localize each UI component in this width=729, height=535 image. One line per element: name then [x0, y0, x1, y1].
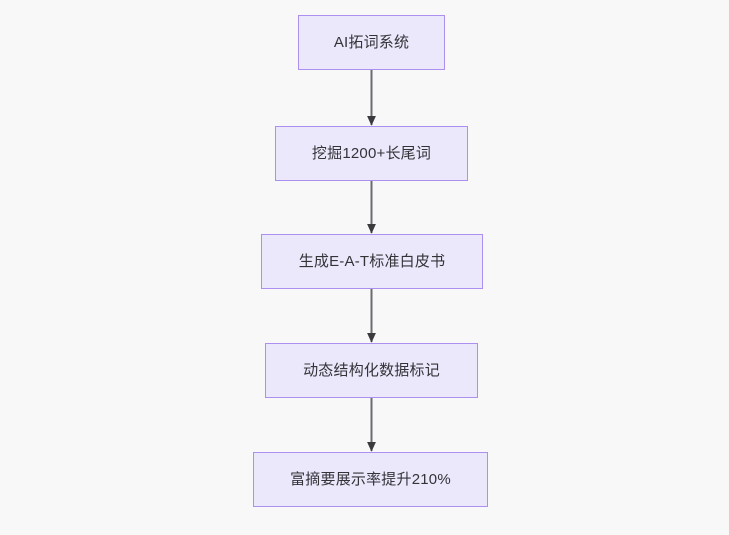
flow-node-mine-longtail-keywords[interactable]: 挖掘1200+长尾词: [275, 126, 468, 181]
flow-node-ai-keyword-system[interactable]: AI拓词系统: [298, 15, 445, 70]
flow-node-generate-eat-whitepaper[interactable]: 生成E-A-T标准白皮书: [261, 234, 483, 289]
flow-node-label: 动态结构化数据标记: [303, 362, 440, 379]
flow-node-dynamic-structured-data-markup[interactable]: 动态结构化数据标记: [265, 343, 478, 398]
flow-node-label: AI拓词系统: [333, 34, 410, 51]
flow-node-rich-snippet-rate-increase[interactable]: 富摘要展示率提升210%: [253, 452, 488, 507]
flow-node-label: 生成E-A-T标准白皮书: [298, 253, 446, 270]
flow-node-label: 挖掘1200+长尾词: [311, 145, 432, 162]
flow-node-label: 富摘要展示率提升210%: [290, 471, 451, 488]
